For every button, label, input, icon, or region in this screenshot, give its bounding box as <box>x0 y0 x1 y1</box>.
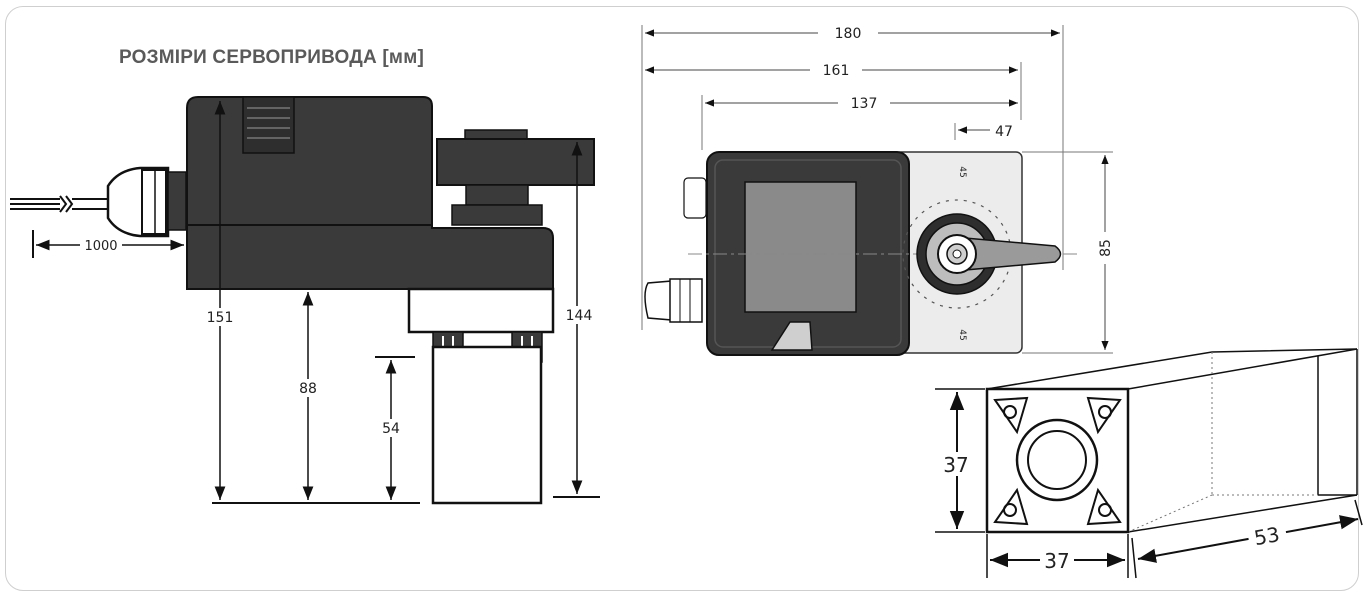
dim-length-180: 180 <box>835 26 862 42</box>
vent-grille <box>242 96 295 154</box>
actuator-lower-body <box>186 224 554 290</box>
dim-cable-length: 1000 <box>84 239 117 254</box>
release-button <box>770 321 813 351</box>
actuator-upper-body <box>186 96 433 226</box>
cable-gland <box>106 166 187 238</box>
scale-mark-bottom: 45 <box>957 329 967 340</box>
dim-depth: 85 <box>1098 239 1114 257</box>
cable-gland-top <box>644 177 707 323</box>
dim-shaft-height: 54 <box>382 421 400 437</box>
shaft-adapter-face <box>985 387 1130 534</box>
diagram-title: РОЗМІРИ СЕРВОПРИВОДА [мм] <box>119 47 424 68</box>
cover-window <box>744 181 857 313</box>
dim-adapter-width: 37 <box>1044 549 1069 573</box>
diagram-frame <box>5 6 1359 591</box>
corner-holes <box>993 396 1122 526</box>
dim-lever-height: 144 <box>566 308 593 324</box>
dim-length-161: 161 <box>823 63 850 79</box>
shaft-clamp <box>436 129 595 226</box>
shaft-view: 37 37 53 <box>935 348 1363 579</box>
dim-adapter-height: 37 <box>943 453 968 477</box>
adapter-block <box>407 287 555 334</box>
dim-shaft-offset: 47 <box>995 124 1013 140</box>
dim-base-height: 88 <box>299 381 317 397</box>
top-view: 180 161 137 47 85 <box>641 24 1114 356</box>
dim-length-137: 137 <box>851 96 878 112</box>
shaft <box>431 345 543 505</box>
scale-mark-top: 45 <box>957 166 967 177</box>
dim-total-height: 151 <box>207 310 234 326</box>
lever-handle <box>964 237 1062 271</box>
cable <box>10 195 112 213</box>
side-view: 1000 151 88 54 144 <box>10 96 600 505</box>
dim-adapter-length: 53 <box>1252 522 1281 550</box>
